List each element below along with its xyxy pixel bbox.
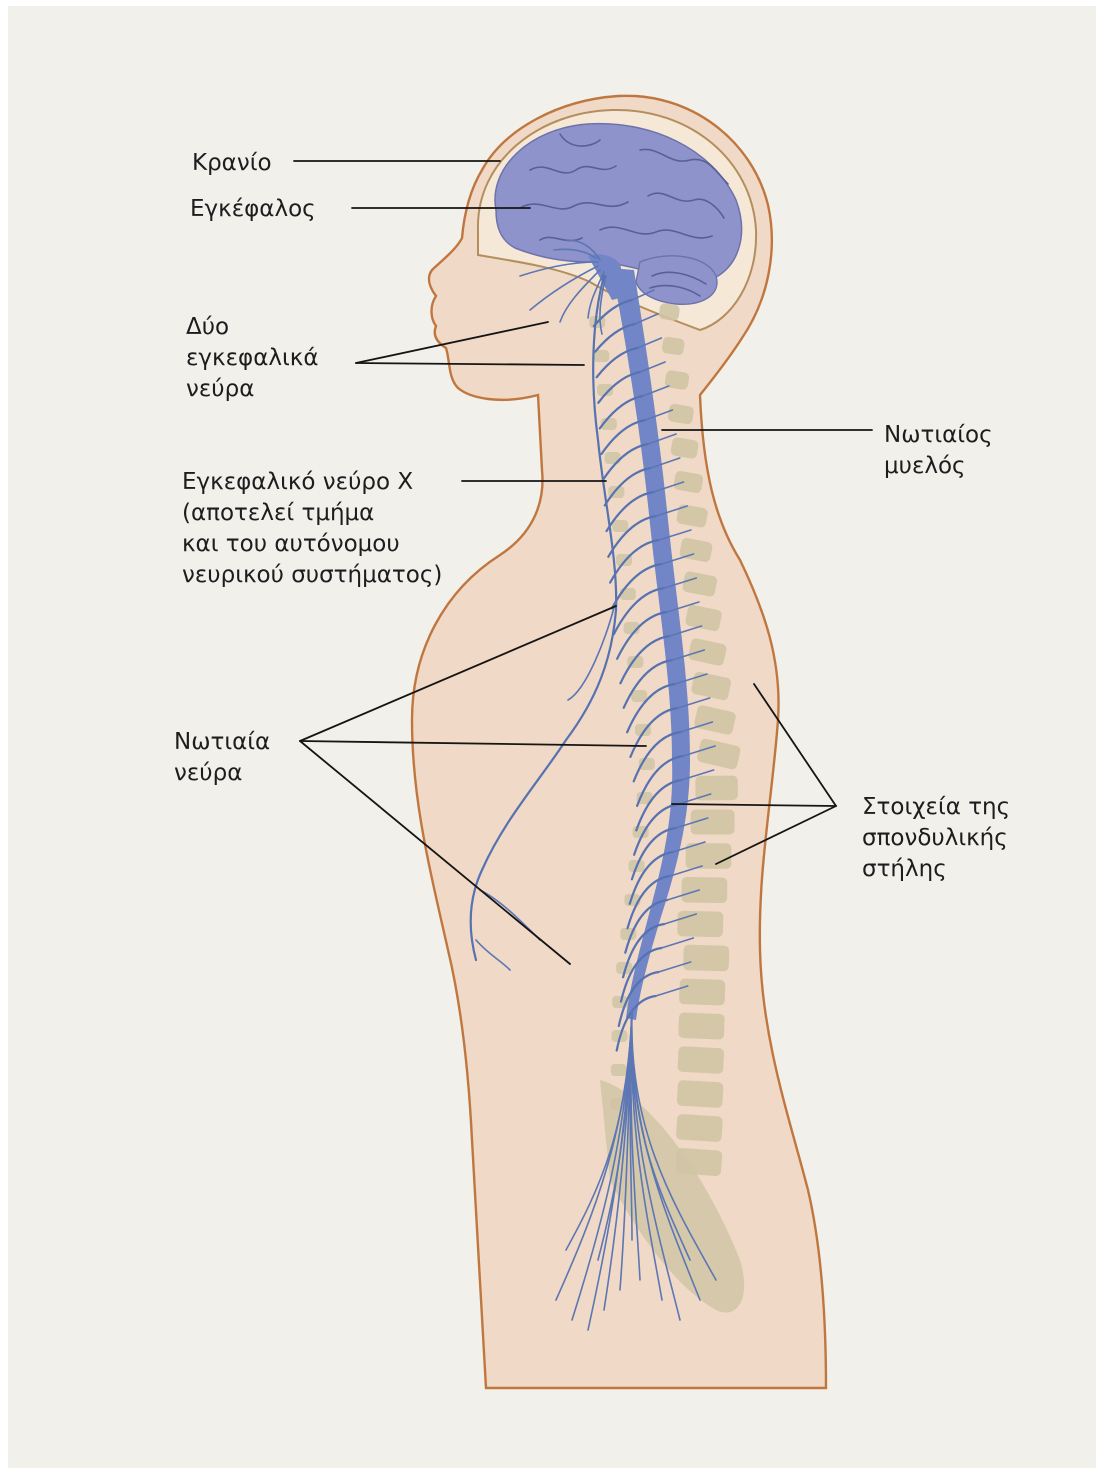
- vertebra-process: [620, 588, 636, 600]
- vertebra: [661, 336, 685, 356]
- vertebra: [678, 1012, 725, 1039]
- vertebra: [677, 1046, 724, 1074]
- label-line: Στοιχεία της: [862, 794, 1010, 820]
- label-line: (αποτελεί τμήμα: [182, 500, 374, 526]
- vertebra: [681, 877, 727, 903]
- vertebra-process: [612, 520, 628, 532]
- label-line: Εγκεφαλικό νεύρο Χ: [182, 469, 413, 495]
- label-line: νεύρα: [186, 376, 254, 402]
- vertebra: [676, 1114, 723, 1142]
- label-line: Κρανίο: [192, 150, 272, 176]
- vertebra: [658, 303, 680, 322]
- label-line: σπονδυλικής: [862, 825, 1008, 851]
- label-line: νευρικού συστήματος): [182, 562, 442, 588]
- label-line: εγκεφαλικά: [186, 345, 318, 371]
- label-skull: Κρανίο: [192, 150, 272, 176]
- vertebra: [683, 945, 729, 972]
- vertebra-process: [611, 1064, 627, 1076]
- label-line: Νωτιαία: [174, 729, 270, 755]
- label-line: στήλης: [862, 856, 947, 882]
- vertebra: [677, 911, 723, 938]
- label-line: Νωτιαίος: [884, 422, 993, 448]
- vertebra-process: [631, 690, 647, 702]
- label-line: νεύρα: [174, 760, 242, 786]
- label-line: Δύο: [186, 314, 229, 340]
- vertebra: [679, 978, 725, 1005]
- label-line: μυελός: [884, 453, 966, 479]
- label-brain: Εγκέφαλος: [190, 196, 316, 222]
- label-line: και του αυτόνομου: [182, 531, 400, 557]
- vertebra: [686, 843, 732, 869]
- label-line: Εγκέφαλος: [190, 196, 316, 222]
- vertebra: [677, 1080, 724, 1108]
